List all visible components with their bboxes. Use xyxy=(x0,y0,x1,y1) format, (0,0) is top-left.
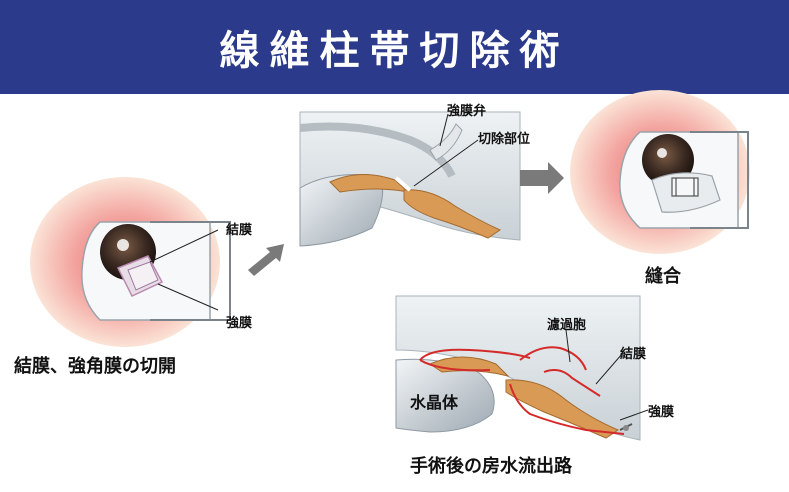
caption-aqueous-outflow: 手術後の房水流出路 xyxy=(410,456,572,477)
top-cross-section xyxy=(299,111,521,247)
label-sclera-1: 強膜 xyxy=(226,316,253,331)
sclera-2-leader xyxy=(619,409,649,421)
bottom-cross-section xyxy=(395,295,641,441)
sclera-1-leader xyxy=(157,283,219,311)
caption-step1: 結膜、強角膜の切開 xyxy=(14,356,176,377)
label-lens: 水晶体 xyxy=(410,393,459,412)
conjunctiva-2-leader xyxy=(595,353,623,385)
label-excision-site: 切除部位 xyxy=(478,132,531,147)
label-conjunctiva-1: 結膜 xyxy=(226,223,253,238)
label-filtering-bleb: 濾過胞 xyxy=(547,318,587,333)
filtering-bleb-leader xyxy=(565,329,571,363)
scleral-flap-leader xyxy=(439,113,449,147)
title-banner: 線維柱帯切除術 xyxy=(0,0,789,94)
label-conjunctiva-2: 結膜 xyxy=(620,347,647,362)
right-eye-illustration xyxy=(570,90,750,254)
caption-suture: 縫合 xyxy=(645,266,681,287)
left-eye-illustration xyxy=(30,177,231,347)
label-sclera-2: 強膜 xyxy=(648,405,675,420)
right-arrow-icon-2 xyxy=(520,162,564,194)
page-title: 線維柱帯切除術 xyxy=(219,28,570,74)
label-scleral-flap: 強膜弁 xyxy=(447,104,487,119)
conjunctiva-1-leader xyxy=(149,229,219,263)
right-arrow-icon xyxy=(248,244,284,276)
excision-site-leader xyxy=(413,139,479,187)
